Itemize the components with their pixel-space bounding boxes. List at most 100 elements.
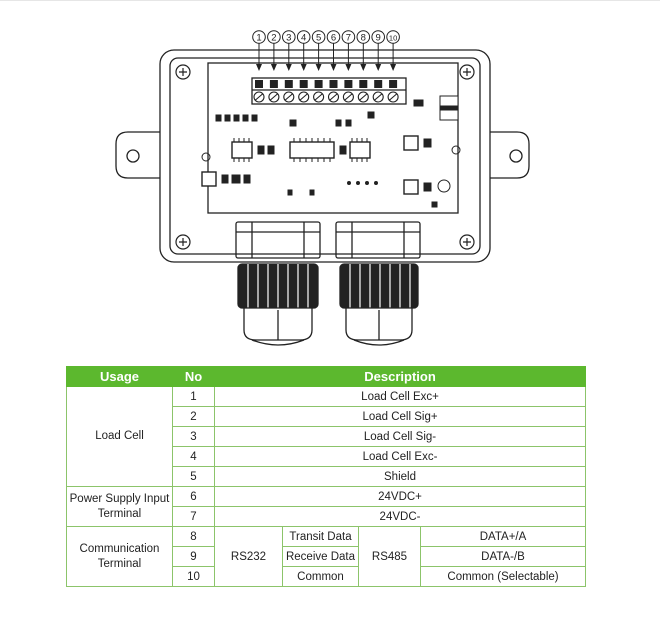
component [215, 114, 222, 122]
terminal-number-label: 8 [361, 33, 366, 44]
terminal-number-9: 9 [371, 30, 386, 71]
component [251, 114, 258, 122]
component [374, 181, 378, 185]
terminal-screw-icon [283, 80, 295, 103]
row-no: 7 [172, 506, 215, 527]
terminal-screw-icon [387, 80, 399, 103]
component [347, 181, 351, 185]
row-no: 5 [172, 466, 215, 487]
table-row: Load Cell 1 Load Cell Exc+ [66, 386, 587, 487]
terminal-screw-icon [268, 80, 280, 103]
terminal-screws [253, 80, 399, 103]
component [439, 105, 459, 111]
left-mounting-ear [115, 131, 160, 179]
top-divider-line [0, 0, 660, 1]
left-cable-gland [235, 221, 321, 346]
table-row: 4 Load Cell Exc- [67, 446, 587, 467]
row-no: 3 [172, 426, 215, 447]
component [231, 174, 241, 184]
component [335, 119, 342, 127]
component [339, 145, 347, 155]
header-usage: Usage [66, 366, 173, 387]
terminal-number-5: 5 [311, 30, 326, 71]
enclosure-outer [159, 49, 491, 263]
right-mounting-ear [490, 131, 530, 179]
rs232-description: Common [282, 566, 359, 587]
terminal-screw-icon [313, 80, 325, 103]
component [345, 119, 352, 127]
terminal-screw-icon [298, 80, 310, 103]
row-no: 10 [172, 566, 215, 587]
row-description: Load Cell Exc- [213, 446, 587, 467]
rs485-description: DATA+/A [419, 526, 587, 547]
rs232-description: Receive Data [282, 546, 359, 567]
terminal-number-label: 7 [346, 33, 351, 44]
component [221, 174, 229, 184]
table-row: Communication Terminal 8 RS232 Transit D… [66, 526, 587, 587]
ic-chip-right [349, 141, 371, 159]
component [233, 114, 240, 122]
terminal-screw-icon [342, 80, 354, 103]
row-no: 6 [172, 486, 215, 507]
left-mount-hole [126, 149, 140, 163]
component [356, 181, 360, 185]
terminal-screw-icon [372, 80, 384, 103]
component [267, 145, 275, 155]
row-no: 4 [172, 446, 215, 467]
terminal-number-label: 1 [256, 33, 261, 44]
terminal-block [251, 77, 407, 105]
row-description: Load Cell Sig- [213, 426, 587, 447]
component [309, 189, 315, 196]
rs232-description: Transit Data [282, 526, 359, 547]
header-description: Description [213, 366, 587, 387]
row-description: Load Cell Sig+ [213, 406, 587, 427]
rs485-label: RS485 [358, 526, 421, 587]
row-no: 8 [172, 526, 215, 547]
ic-chip-center [289, 141, 335, 159]
rs232-label: RS232 [214, 526, 283, 587]
ic-chip-left [231, 141, 253, 159]
terminal-number-label: 6 [331, 33, 336, 44]
row-no: 1 [172, 386, 215, 407]
corner-screws [175, 64, 475, 250]
screw-icon [175, 64, 191, 80]
board-hole [451, 145, 461, 155]
header-no: No [172, 366, 215, 387]
row-description: 24VDC+ [213, 486, 587, 507]
usage-communication: Communication Terminal [66, 526, 173, 587]
component [243, 174, 251, 184]
component [224, 114, 231, 122]
terminal-number-label: 10 [389, 34, 397, 43]
component [257, 145, 265, 155]
component [365, 181, 369, 185]
component [423, 138, 432, 148]
right-cable-gland [335, 221, 421, 346]
component [367, 111, 375, 119]
component [431, 201, 438, 208]
screw-icon [175, 234, 191, 250]
terminal-number-label: 2 [271, 33, 276, 44]
row-no: 2 [172, 406, 215, 427]
terminal-spec-table: Usage No Description Load Cell 1 Load Ce… [66, 366, 587, 587]
rs485-description: DATA-/B [419, 546, 587, 567]
rs485-description: Common (Selectable) [419, 566, 587, 587]
terminal-number-label: 5 [316, 33, 321, 44]
terminal-number-label: 3 [286, 33, 291, 44]
component [423, 182, 432, 192]
enclosure-inner [169, 57, 481, 255]
board-components [201, 95, 459, 208]
terminal-number-label: 9 [376, 33, 381, 44]
table-row: 9 Receive Data DATA-/B [67, 546, 587, 567]
component [413, 99, 424, 107]
screw-icon [459, 64, 475, 80]
board-hole [437, 179, 451, 193]
table-header-row: Usage No Description [66, 366, 587, 387]
component [242, 114, 249, 122]
terminal-number-6: 6 [326, 30, 341, 71]
terminal-screw-icon [253, 80, 265, 103]
transistor [201, 171, 217, 187]
board-hole [201, 152, 211, 162]
cable-glands [235, 221, 421, 346]
